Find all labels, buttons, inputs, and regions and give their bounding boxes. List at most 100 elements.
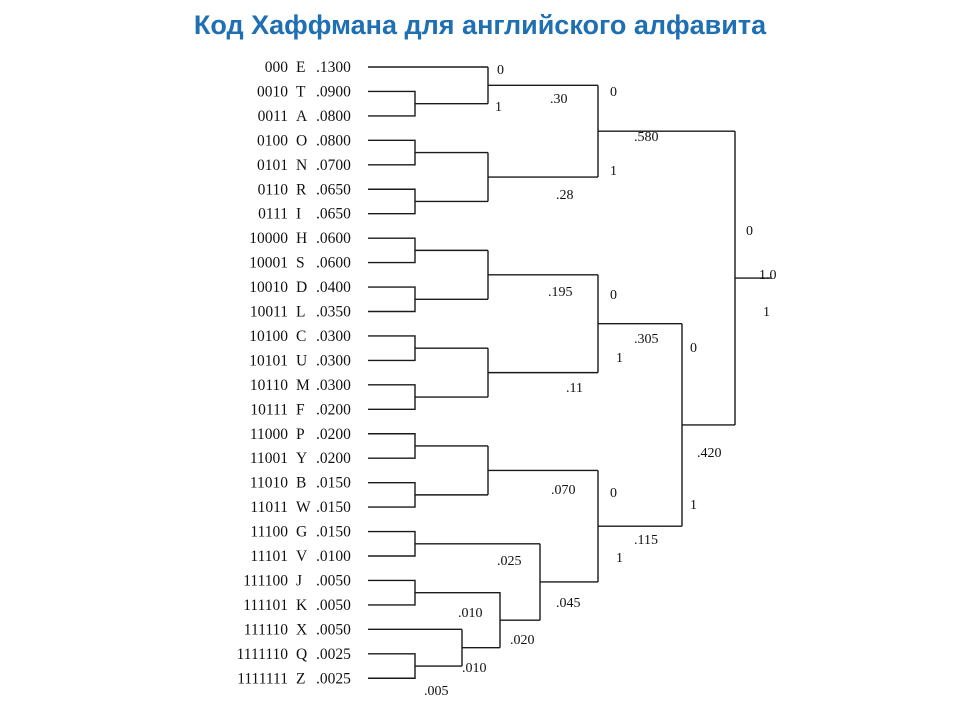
symbol-letter: W: [296, 499, 311, 516]
symbol-code: 0101: [257, 157, 288, 174]
symbol-code: 11011: [250, 499, 288, 516]
node-value: .005: [424, 684, 449, 699]
symbol-code: 11010: [250, 475, 288, 492]
tree-edge: [368, 433, 416, 459]
symbol-letter: J: [296, 572, 302, 589]
tree-edge: [368, 530, 416, 557]
symbol-code: 10010: [249, 279, 288, 296]
symbol-code: 000: [265, 59, 289, 76]
symbol-probability: .0800: [316, 108, 351, 125]
symbol-letter: C: [296, 328, 306, 345]
symbol-code: 0110: [258, 181, 289, 198]
symbol-probability: .0300: [316, 377, 351, 394]
symbol-letter: N: [296, 157, 307, 174]
node-value: .580: [634, 130, 659, 145]
branch-digit: 0: [610, 288, 617, 303]
symbol-code: 1111111: [237, 670, 288, 687]
node-value: .305: [634, 332, 659, 347]
node-value: .28: [556, 188, 574, 203]
symbol-letter: O: [296, 132, 307, 149]
symbol-letter: P: [296, 426, 305, 443]
symbol-letter: S: [296, 255, 305, 272]
node-value: .025: [497, 554, 522, 569]
symbol-letter: L: [296, 304, 305, 321]
node-value: .020: [510, 633, 535, 648]
node-value: .195: [548, 285, 573, 300]
symbol-code: 111101: [243, 597, 288, 614]
symbol-code: 0111: [258, 206, 288, 223]
tree-edge: [368, 335, 416, 362]
node-value: .115: [634, 533, 658, 548]
symbol-code: 11001: [250, 450, 288, 467]
symbol-letter: I: [296, 206, 301, 223]
symbol-letter: R: [296, 181, 307, 198]
symbol-probability: .0900: [316, 83, 351, 100]
tree-edge: [488, 591, 501, 648]
symbol-letter: K: [296, 597, 308, 614]
symbol-letter: B: [296, 475, 306, 492]
symbol-code: 0100: [257, 132, 288, 149]
node-value: .010: [458, 606, 483, 621]
symbol-code: 11101: [250, 548, 288, 565]
page-title: Код Хаффмана для английского алфавита: [193, 10, 767, 40]
symbol-code: 10111: [250, 401, 288, 418]
symbol-code: 10011: [250, 304, 288, 321]
node-value: 1.0: [759, 268, 777, 283]
branch-digit: 1: [616, 551, 623, 566]
branch-digit: 0: [497, 63, 504, 78]
tree-edge: [368, 653, 416, 679]
branch-digit: 0: [610, 85, 617, 100]
symbol-probability: .0400: [316, 279, 351, 296]
symbol-letter: E: [296, 59, 305, 76]
symbol-probability: .0300: [316, 352, 351, 369]
symbol-probability: .0050: [316, 597, 351, 614]
symbol-letter: X: [296, 621, 307, 638]
branch-digit: 1: [610, 164, 617, 179]
symbol-code: 10100: [249, 328, 288, 345]
symbol-letter: V: [296, 548, 308, 565]
symbol-probability: .0200: [316, 401, 351, 418]
branch-digit: 1: [495, 100, 502, 115]
tree-edge: [368, 481, 416, 508]
symbol-code: 0010: [257, 83, 288, 100]
symbol-code: 0011: [258, 108, 288, 125]
node-value: .30: [550, 92, 568, 107]
symbol-code: 1111110: [237, 646, 289, 663]
symbol-probability: .0650: [316, 181, 351, 198]
symbol-probability: .0150: [316, 475, 351, 492]
node-value: .420: [697, 446, 722, 461]
tree-edge: [368, 384, 416, 410]
symbol-probability: .0300: [316, 328, 351, 345]
tree-edge: [368, 90, 416, 117]
symbol-probability: .0050: [316, 621, 351, 638]
branch-digit: 0: [746, 224, 753, 239]
tree-edge: [368, 286, 416, 313]
tree-edge: [368, 237, 416, 264]
symbol-letter: U: [296, 352, 307, 369]
symbol-letter: Y: [296, 450, 307, 467]
branch-digit: 1: [763, 305, 770, 320]
symbol-probability: .0700: [316, 157, 351, 174]
symbol-letter: A: [296, 108, 308, 125]
node-value: .045: [556, 596, 581, 611]
symbol-code: 10001: [249, 255, 288, 272]
symbol-code: 111100: [243, 572, 288, 589]
symbol-code: 10110: [250, 377, 288, 394]
symbol-code: 10000: [249, 230, 288, 247]
symbol-code: 111110: [244, 621, 288, 638]
symbol-letter: F: [296, 401, 305, 418]
symbol-probability: .0025: [316, 646, 351, 663]
symbol-letter: T: [296, 83, 306, 100]
symbol-probability: .0600: [316, 255, 351, 272]
symbol-letter: H: [296, 230, 307, 247]
symbol-letter: G: [296, 524, 307, 541]
branch-digit: 1: [690, 498, 697, 513]
symbol-letter: Z: [296, 670, 305, 687]
tree-edge: [368, 188, 416, 215]
symbol-probability: .1300: [316, 59, 351, 76]
symbol-probability: .0200: [316, 426, 351, 443]
symbol-letter: M: [296, 377, 310, 394]
symbol-probability: .0350: [316, 304, 351, 321]
symbol-letter: Q: [296, 646, 307, 663]
